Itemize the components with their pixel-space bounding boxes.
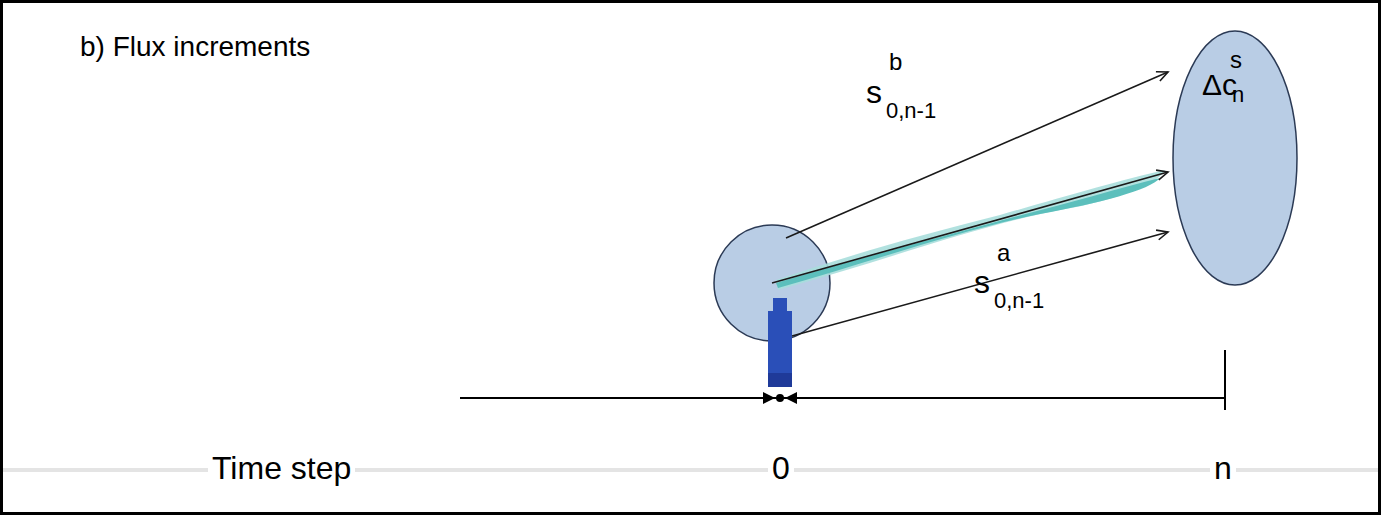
subscript: 0,n-1 bbox=[886, 100, 936, 122]
tick-label: 0 bbox=[768, 452, 794, 484]
time-marker bbox=[776, 394, 784, 402]
time-marker bbox=[763, 392, 775, 404]
symbol: Δc bbox=[1202, 70, 1237, 100]
ellipse-outline bbox=[1173, 31, 1297, 285]
time-tick bbox=[1224, 350, 1226, 410]
superscript: b bbox=[889, 50, 902, 74]
stack bbox=[768, 311, 792, 373]
superscript: a bbox=[997, 241, 1010, 265]
title: b) Flux increments bbox=[80, 33, 310, 61]
plume bbox=[776, 170, 1165, 290]
transport-arrow bbox=[772, 172, 1168, 283]
transport-arrow bbox=[792, 232, 1168, 336]
axis-label: Time step bbox=[208, 452, 355, 484]
stack-top bbox=[773, 298, 787, 312]
stack-base bbox=[768, 373, 792, 387]
subscript: n bbox=[1232, 84, 1244, 106]
flux-symbol: s bbox=[866, 76, 882, 108]
target-region: Δcsn bbox=[1172, 30, 1298, 286]
tick-label: n bbox=[1210, 452, 1236, 484]
subscript: 0,n-1 bbox=[994, 290, 1044, 312]
transport-arrow bbox=[786, 72, 1168, 238]
time-axis bbox=[460, 397, 1225, 399]
time-marker bbox=[785, 392, 797, 404]
flux-symbol: s bbox=[974, 266, 990, 298]
plume bbox=[776, 178, 1160, 288]
superscript: s bbox=[1230, 48, 1242, 72]
